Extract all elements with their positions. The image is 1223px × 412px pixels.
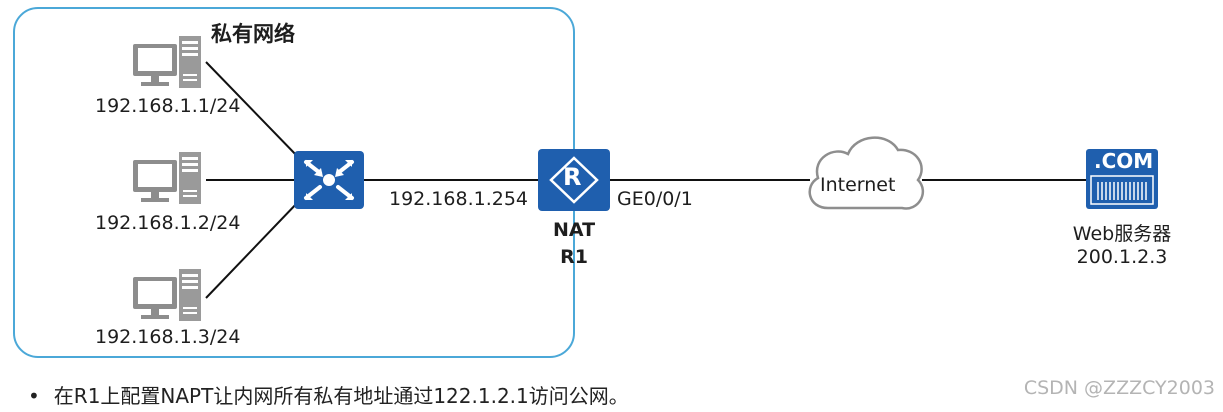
router-name: R1 [560,246,588,268]
router-role: NAT [552,219,596,241]
web-server-icon [1086,149,1158,209]
router-icon [538,149,610,211]
link-pc1-switch [205,61,301,160]
router-wan-interface: GE0/0/1 [617,188,693,210]
router-lan-ip: 192.168.1.254 [389,188,529,210]
link-pc3-switch [205,199,301,299]
pc-icon [133,269,201,321]
host-ip-label: 192.168.1.1/24 [95,95,241,117]
host-ip-label: 192.168.1.2/24 [95,212,241,234]
caption-text: 在R1上配置NAPT让内网所有私有地址通过122.1.2.1访问公网。 [53,384,629,408]
host-ip-label: 192.168.1.3/24 [95,326,241,348]
pc-icon [133,36,201,88]
web-server-ip: 200.1.2.3 [1076,246,1168,268]
watermark: CSDN @ZZZCY2003 [1023,377,1215,399]
switch-icon [294,151,364,209]
internet-label: Internet [820,174,896,196]
web-server-name: Web服务器 [1072,223,1172,245]
caption-bullet: • [28,384,40,408]
private-network-title: 私有网络 [211,22,295,46]
caption: • 在R1上配置NAPT让内网所有私有地址通过122.1.2.1访问公网。 [28,380,629,409]
internet-cloud-icon [808,136,925,210]
router-letter: R [563,163,582,191]
pc-icon [133,152,201,204]
server-badge: .COM [1094,149,1154,173]
